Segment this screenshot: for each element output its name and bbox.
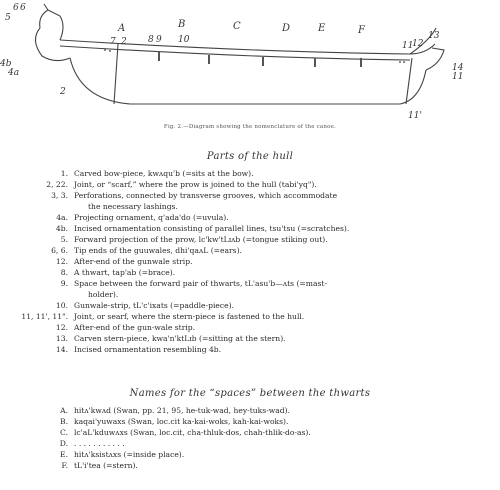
figure-caption: Fig. 2.—Diagram showing the nomenclature… (163, 124, 337, 130)
item-number: C. (60, 428, 68, 437)
list-item: E. hitʌ'ksistʌxs (=inside place). (0, 449, 500, 460)
item-number: B. (60, 417, 68, 426)
figure-label-2: 2 (60, 87, 66, 97)
figure-label-C: C (233, 21, 241, 32)
list-item: 9. Space between the forward pair of thwa… (0, 278, 500, 289)
spaces-heading: Names for the “spaces” between the thwar… (129, 388, 371, 399)
list-item: 13. Carven stern-piece, kwa'n'ktLɪb (=sit… (0, 333, 500, 344)
item-number: 4b. (55, 224, 68, 233)
item-text: Gunwale-strip, tL'c'ixats (=paddle-piece… (74, 301, 235, 310)
item-number: 13. (55, 334, 68, 343)
item-number: E. (60, 450, 68, 459)
item-text: hitʌ'ksistʌxs (=inside place). (74, 450, 185, 459)
list-item: B. kaqai'yuwaxs (Swan, loc.cit ka-kai-wok… (0, 416, 500, 427)
item-text: Perforations, connected by transverse gr… (74, 191, 338, 200)
list-item: C. lc'aL'kduwʌxs (Swan, loc.cit, cha-thlu… (0, 427, 500, 438)
list-item: 3, 3. Perforations, connected by transver… (0, 190, 500, 201)
item-number: A. (60, 406, 68, 415)
figure-label-2b: 2 (121, 37, 127, 47)
list-item: 14. Incised ornamentation resembling 4b. (0, 344, 500, 355)
item-text: Carven stern-piece, kwa'n'ktLɪb (=sittin… (74, 334, 286, 343)
list-item-continuation: the necessary lashings. (0, 201, 500, 212)
item-text-continued: the necessary lashings. (88, 202, 178, 211)
item-number: 9. (60, 279, 68, 288)
item-number: 4a. (56, 213, 68, 222)
figure-label-10: 10 (178, 35, 190, 45)
item-text: Joint, or searf, where the stern-piece i… (74, 312, 305, 321)
item-number: 6, 6. (51, 246, 68, 255)
figure-label-F: F (358, 25, 365, 36)
list-item: 2, 22. Joint, or “scarf,” where the prow … (0, 179, 500, 190)
list-item: F. tL'i'tea (=stern). (0, 460, 500, 471)
item-text: Joint, or “scarf,” where the prow is joi… (74, 180, 317, 189)
item-number: 12. (55, 257, 68, 266)
list-item: 5. Forward projection of the prow, lc'kw'… (0, 234, 500, 245)
item-number: 3, 3. (51, 191, 68, 200)
figure-label-4a: 4a (8, 68, 20, 78)
list-item: 4a. Projecting ornament, q'ada'do (=uvula… (0, 212, 500, 223)
parts-heading: Parts of the hull (206, 151, 294, 162)
list-item: 1. Carved bow-piece, kwʌqu'b (=sits at th… (0, 168, 500, 179)
item-text: Forward projection of the prow, lc'kw'tL… (74, 235, 328, 244)
item-number: 11, 11', 11". (21, 312, 68, 321)
figure-label-14: 14 (452, 63, 464, 73)
item-number: 1. (60, 169, 68, 178)
item-text: A thwart, tap'ab (=brace). (74, 268, 176, 277)
figure-label-7: 7 (110, 37, 116, 47)
item-text: Incised ornamentation resembling 4b. (74, 345, 222, 354)
figure-label-D: D (282, 23, 291, 34)
list-item: 12. After-end of the gunwale strip. (0, 256, 500, 267)
canoe-diagram (34, 3, 445, 105)
figure-label-11b: 11 (452, 72, 464, 82)
figure-label-5: 5 (5, 13, 11, 23)
item-text-continued: holder). (88, 290, 119, 299)
list-item: A. hitʌ'kwʌd (Swan, pp. 21, 95, he-tuk-wa… (0, 405, 500, 416)
figure-label-6: 6 (13, 3, 19, 13)
item-number: 10. (55, 301, 68, 310)
figure-label-12: 12 (412, 39, 424, 49)
figure-label-8: 8 (148, 35, 154, 45)
figure-label-11c: 11' (408, 111, 422, 121)
item-text: Incised ornamentation consisting of para… (74, 224, 350, 233)
item-text: Carved bow-piece, kwʌqu'b (=sits at the … (74, 169, 254, 178)
list-item: D. . . . . . . . . . . . (0, 438, 500, 449)
item-number: 5. (60, 235, 68, 244)
item-number: 8. (60, 268, 68, 277)
figure-label-A: A (118, 23, 126, 34)
list-item: 6, 6. Tip ends of the guuwales, dhi'qaʌL … (0, 245, 500, 256)
item-number: 2, 22. (46, 180, 68, 189)
figure-label-9: 9 (156, 35, 162, 45)
item-text: After-end of the gun-wale strip. (74, 323, 196, 332)
item-text: Projecting ornament, q'ada'do (=uvula). (74, 213, 229, 222)
canoe-diagram-figure: 5 6 6 4b 4a 2 A B C D E F 7 2 8 9 10 11 … (0, 0, 500, 122)
list-item: 8. A thwart, tap'ab (=brace). (0, 267, 500, 278)
item-text: tL'i'tea (=stern). (74, 461, 138, 470)
list-item: 4b. Incised ornamentation consisting of p… (0, 223, 500, 234)
list-item: 11, 11', 11". Joint, or searf, where the … (0, 311, 500, 322)
item-number: 12. (55, 323, 68, 332)
figure-label-13: 13 (428, 31, 440, 41)
figure-label-6b: 6 (20, 3, 26, 13)
item-text: lc'aL'kduwʌxs (Swan, loc.cit, cha-thluk-… (74, 428, 311, 437)
item-number: F. (61, 461, 69, 470)
item-number: 14. (55, 345, 68, 354)
figure-label-11: 11 (402, 41, 414, 51)
item-text: Space between the forward pair of thwart… (74, 279, 328, 288)
item-number: D. (59, 439, 68, 448)
list-item-continuation: holder). (0, 289, 500, 300)
figure-label-E: E (318, 23, 326, 34)
item-text: . . . . . . . . . . . (74, 439, 125, 448)
list-item: 12. After-end of the gun-wale strip. (0, 322, 500, 333)
item-text: hitʌ'kwʌd (Swan, pp. 21, 95, he-tuk-wad,… (74, 406, 291, 415)
list-item: 10. Gunwale-strip, tL'c'ixats (=paddle-pi… (0, 300, 500, 311)
item-text: Tip ends of the guuwales, dhi'qaʌL (=ear… (74, 246, 242, 255)
item-text: kaqai'yuwaxs (Swan, loc.cit ka-kai-woks,… (74, 417, 289, 426)
item-text: After-end of the gunwale strip. (74, 257, 193, 266)
figure-label-B: B (178, 19, 186, 30)
figure-label-4b: 4b (0, 59, 12, 69)
